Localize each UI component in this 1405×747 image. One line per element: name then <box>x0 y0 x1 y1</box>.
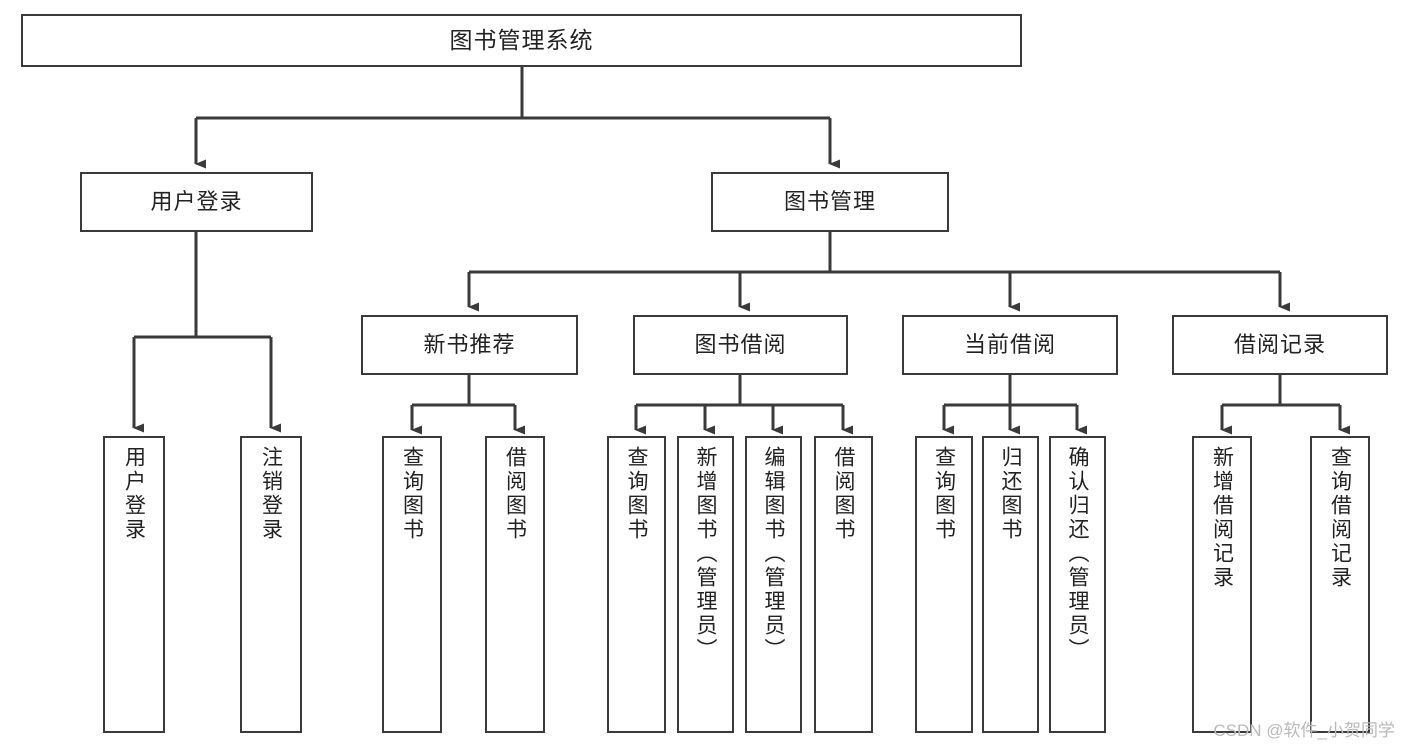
node-label: 编辑图书（管理员） <box>762 446 785 662</box>
node-label: 图书借阅 <box>694 332 787 358</box>
leaf-confirm-return-admin[interactable]: 确认归还（管理员） <box>1049 436 1106 733</box>
node-user-login[interactable]: 用户登录 <box>80 172 313 232</box>
node-label: 图书管理系统 <box>449 26 594 53</box>
node-book-manage[interactable]: 图书管理 <box>711 172 949 232</box>
leaf-add-borrow-record[interactable]: 新增借阅记录 <box>1192 436 1252 733</box>
node-label: 图书管理 <box>783 189 876 215</box>
node-label: 查询借阅记录 <box>1328 446 1352 590</box>
node-label: 查询图书 <box>400 446 424 542</box>
node-label: 查询图书 <box>932 446 956 542</box>
node-label: 借阅记录 <box>1233 332 1326 358</box>
node-label: 用户登录 <box>150 189 243 215</box>
node-label: 借阅图书 <box>503 446 527 542</box>
leaf-logout[interactable]: 注销登录 <box>240 436 302 733</box>
leaf-add-book-admin[interactable]: 新增图书（管理员） <box>677 436 734 733</box>
node-label: 查询图书 <box>625 446 648 542</box>
node-borrow-record[interactable]: 借阅记录 <box>1172 315 1388 375</box>
leaf-query-book-borrow[interactable]: 查询图书 <box>607 436 666 733</box>
leaf-query-borrow-record[interactable]: 查询借阅记录 <box>1310 436 1370 733</box>
node-label: 注销登录 <box>259 446 283 542</box>
watermark-text: CSDN @软件_小贺同学 <box>1213 721 1395 740</box>
node-label: 新书推荐 <box>423 332 516 358</box>
node-label: 新增借阅记录 <box>1210 446 1234 590</box>
leaf-borrow-book[interactable]: 借阅图书 <box>814 436 873 733</box>
node-book-borrow[interactable]: 图书借阅 <box>633 315 848 375</box>
node-label: 确认归还（管理员） <box>1066 446 1089 662</box>
node-label: 当前借阅 <box>963 332 1056 358</box>
node-label: 借阅图书 <box>832 446 855 542</box>
node-root-system[interactable]: 图书管理系统 <box>21 14 1022 67</box>
leaf-user-login[interactable]: 用户登录 <box>103 436 165 733</box>
leaf-return-book[interactable]: 归还图书 <box>982 436 1039 733</box>
node-current-borrow[interactable]: 当前借阅 <box>902 315 1118 375</box>
leaf-query-book-current[interactable]: 查询图书 <box>915 436 973 733</box>
leaf-query-book-recommend[interactable]: 查询图书 <box>382 436 442 733</box>
node-label: 归还图书 <box>999 446 1022 542</box>
node-new-book-recommend[interactable]: 新书推荐 <box>361 315 578 375</box>
node-label: 新增图书（管理员） <box>694 446 717 662</box>
leaf-edit-book-admin[interactable]: 编辑图书（管理员） <box>745 436 802 733</box>
node-label: 用户登录 <box>122 446 146 542</box>
leaf-borrow-book-recommend[interactable]: 借阅图书 <box>485 436 545 733</box>
